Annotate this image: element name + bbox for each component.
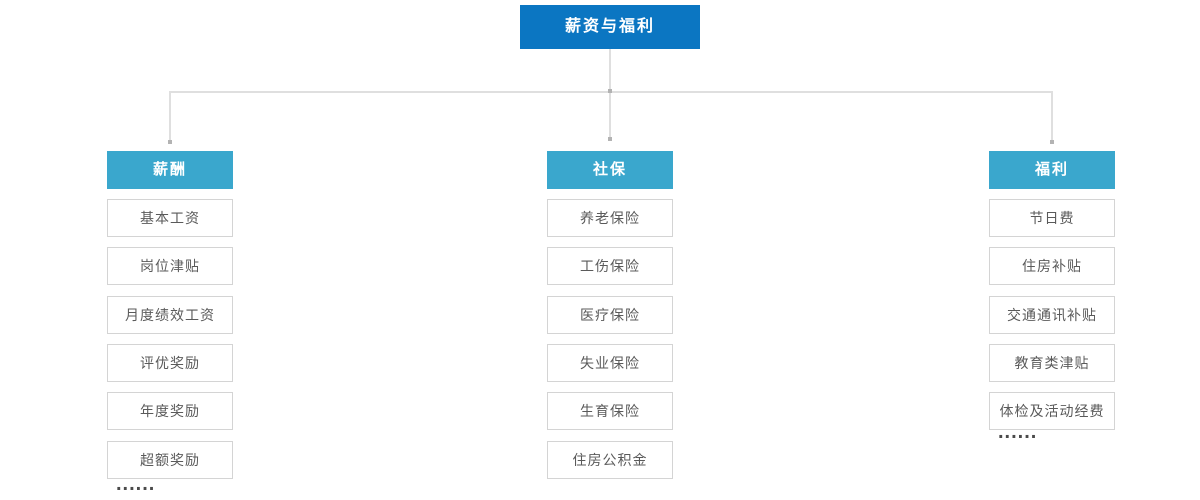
welfare-item: 交通通讯补贴 — [989, 296, 1115, 334]
connector-branch-social — [609, 93, 611, 139]
welfare-item: 住房补贴 — [989, 247, 1115, 285]
branch-header-welfare: 福利 — [989, 151, 1115, 189]
social-item: 生育保险 — [547, 392, 673, 430]
connector-endpoint-dot — [608, 137, 612, 141]
salary-item: 年度奖励 — [107, 392, 233, 430]
connector-branch-salary — [169, 93, 171, 142]
connector-branch-welfare — [1051, 93, 1053, 142]
social-item: 工伤保险 — [547, 247, 673, 285]
welfare-item: 教育类津贴 — [989, 344, 1115, 382]
social-item: 失业保险 — [547, 344, 673, 382]
salary-item: 岗位津贴 — [107, 247, 233, 285]
branch-header-social-insurance: 社保 — [547, 151, 673, 189]
salary-item: 超额奖励 — [107, 441, 233, 479]
branch-header-salary: 薪酬 — [107, 151, 233, 189]
salary-item: 基本工资 — [107, 199, 233, 237]
salary-item: 月度绩效工资 — [107, 296, 233, 334]
welfare-item: 体检及活动经费 — [989, 392, 1115, 430]
node-root: 薪资与福利 — [520, 5, 700, 49]
connector-root-down — [609, 49, 611, 91]
social-item: 养老保险 — [547, 199, 673, 237]
social-item: 医疗保险 — [547, 296, 673, 334]
salary-item: 评优奖励 — [107, 344, 233, 382]
salary-ellipsis: ...... — [116, 473, 156, 495]
welfare-ellipsis: ...... — [998, 421, 1038, 443]
welfare-item: 节日费 — [989, 199, 1115, 237]
connector-endpoint-dot — [1050, 140, 1054, 144]
social-item: 住房公积金 — [547, 441, 673, 479]
connector-endpoint-dot — [608, 89, 612, 93]
connector-endpoint-dot — [168, 140, 172, 144]
